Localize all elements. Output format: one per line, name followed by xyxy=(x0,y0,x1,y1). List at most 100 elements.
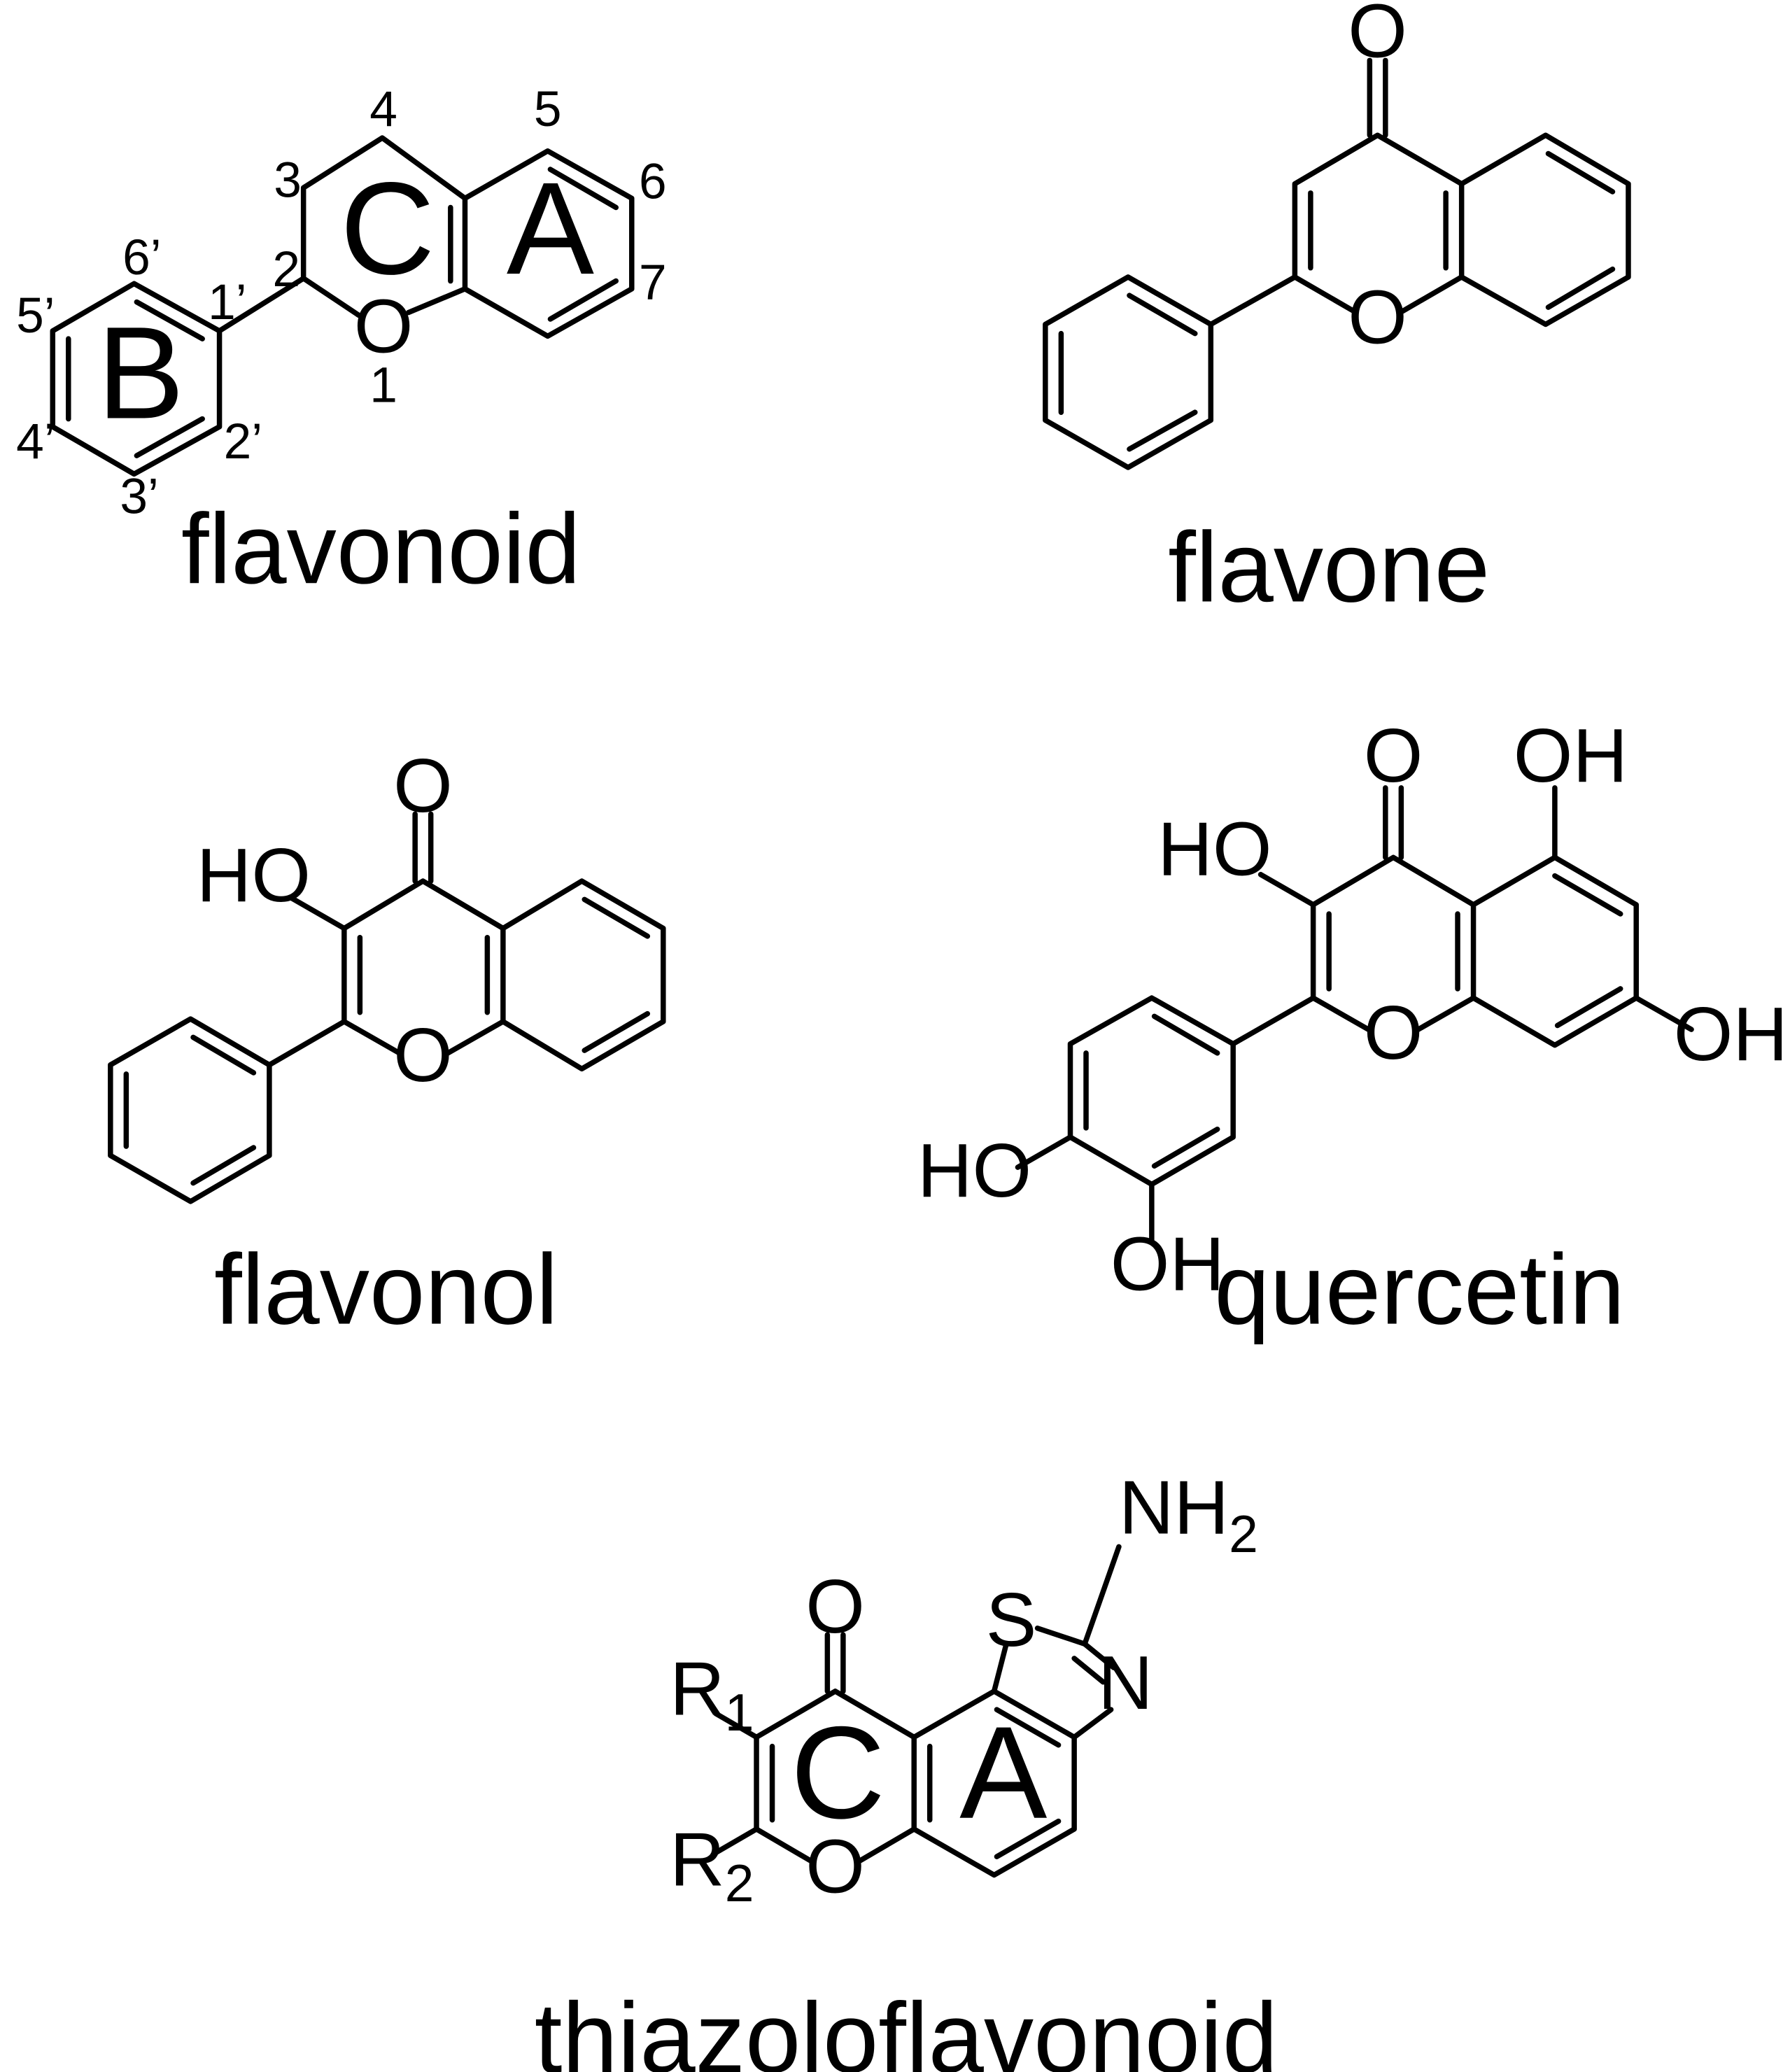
thiazoloflavonoid-ring-a-label: A xyxy=(959,1699,1047,1846)
flavonol-structure: O O HO flavonol xyxy=(108,743,666,1346)
thiazoloflavonoid-thiazole-s-bond-2 xyxy=(1034,1626,1087,1647)
quercetin-ring-b xyxy=(1067,995,1236,1187)
quercetin-carbonyl-oxygen-label: O xyxy=(1364,713,1423,798)
thiazoloflavonoid-ring-a-double-3 xyxy=(994,1818,1062,1860)
quercetin-ring-oxygen-label: O xyxy=(1364,990,1423,1076)
flavone-structure: O O flavone xyxy=(1043,0,1631,623)
quercetin-caption: quercetin xyxy=(1214,1234,1625,1346)
flavone-ring-oxygen-label: O xyxy=(1348,274,1407,360)
flavonoid-position-1-prime: 1’ xyxy=(208,274,247,330)
flavone-ring-b-double-3 xyxy=(1127,409,1198,452)
flavonoid-position-6-prime: 6’ xyxy=(122,230,162,286)
flavone-ring-a-double-2 xyxy=(1545,266,1616,310)
quercetin-ring-c-o-bond xyxy=(1416,995,1477,1032)
thiazoloflavonoid-nh2-subscript: 2 xyxy=(1229,1504,1258,1563)
quercetin-ring-b-double-1 xyxy=(1151,1013,1220,1056)
thiazoloflavonoid-thiazole-cn-bond xyxy=(1082,1641,1117,1670)
thiazoloflavonoid-r1-subscript: 1 xyxy=(725,1683,754,1742)
thiazoloflavonoid-nh2-bond xyxy=(1082,1544,1122,1647)
quercetin-bonds xyxy=(1015,785,1694,1243)
thiazoloflavonoid-nitrogen-label: N xyxy=(1098,1640,1153,1726)
quercetin-hydroxyl-7-bond xyxy=(1633,995,1694,1032)
quercetin-ring-b-double-3 xyxy=(1151,1126,1220,1169)
thiazoloflavonoid-ring-oxygen-label: O xyxy=(805,1824,865,1910)
flavone-ring-b xyxy=(1043,274,1214,470)
thiazoloflavonoid-r2-bond xyxy=(713,1826,759,1856)
flavone-ring-a xyxy=(1458,132,1631,327)
flavonoid-position-4-prime: 4’ xyxy=(16,414,55,470)
flavone-caption: flavone xyxy=(1168,512,1490,623)
flavonoid-ring-b-double-3 xyxy=(134,416,205,458)
flavonoid-position-1: 1 xyxy=(369,357,397,413)
flavonoid-ring-a-double-1 xyxy=(547,167,619,211)
quercetin-ring-a-double-2 xyxy=(1554,986,1623,1029)
quercetin-hydroxyl-4-prime-label: HO xyxy=(917,1128,1031,1213)
flavonol-bridge-bond xyxy=(267,1019,347,1068)
flavonoid-ring-b xyxy=(50,281,223,477)
quercetin-hydroxyl-3-prime-label: OH xyxy=(1111,1221,1225,1306)
thiazoloflavonoid-r2-label: R2 xyxy=(670,1817,754,1913)
flavonoid-ring-a-label: A xyxy=(507,155,594,302)
thiazoloflavonoid-r1-bond xyxy=(713,1710,759,1740)
flavonoid-position-3-prime: 3’ xyxy=(120,469,159,525)
flavone-ring-b-double-1 xyxy=(1127,293,1198,337)
thiazoloflavonoid-r1-main: R xyxy=(670,1647,725,1732)
flavone-ring-c xyxy=(1292,132,1465,314)
flavonoid-caption: flavonoid xyxy=(181,493,581,605)
flavone-ring-c-o-bond xyxy=(1400,274,1465,314)
quercetin-hydroxyl-5-label: OH xyxy=(1514,713,1628,798)
flavonoid-position-5-prime: 5’ xyxy=(16,288,55,344)
flavonoid-ring-b-double-1 xyxy=(134,299,205,341)
flavonol-caption: flavonol xyxy=(214,1234,558,1346)
quercetin-ring-a xyxy=(1470,854,1639,1048)
quercetin-hydroxyl-7-label: OH xyxy=(1674,992,1788,1077)
flavone-bridge-bond xyxy=(1208,274,1298,327)
flavonoid-ring-b-label: B xyxy=(97,299,184,446)
thiazoloflavonoid-nh2-label: NH2 xyxy=(1119,1465,1258,1563)
thiazoloflavonoid-carbonyl-oxygen-label: O xyxy=(805,1564,865,1649)
flavonoid-position-3: 3 xyxy=(274,153,302,209)
flavonoid-bonds xyxy=(50,135,635,477)
quercetin-hydroxyl-4p-bond xyxy=(1015,1134,1073,1170)
thiazoloflavonoid-thiazole-s-bond-1 xyxy=(991,1642,1009,1694)
flavonoid-position-5: 5 xyxy=(534,81,562,137)
thiazoloflavonoid-r2-main: R xyxy=(670,1817,725,1903)
flavonol-ring-b-double-3 xyxy=(190,1145,257,1186)
flavone-bonds xyxy=(1043,57,1631,470)
thiazoloflavonoid-r2-subscript: 2 xyxy=(725,1854,754,1912)
flavone-ring-a-double-1 xyxy=(1545,150,1616,195)
flavonol-ring-c-o-bond xyxy=(445,1019,506,1056)
flavonol-ring-b xyxy=(108,1016,272,1204)
flavonol-ring-b-double-1 xyxy=(190,1034,257,1076)
flavonoid-position-7: 7 xyxy=(639,255,667,311)
flavonoid-position-2: 2 xyxy=(272,241,300,297)
thiazoloflavonoid-ring-a-double-2 xyxy=(994,1707,1062,1748)
flavonoid-position-6: 6 xyxy=(639,153,667,209)
thiazoloflavonoid-thiazole-cn-double xyxy=(1071,1656,1106,1685)
flavonol-ring-a xyxy=(500,878,666,1072)
flavonoid-ring-c-o-bond xyxy=(406,286,468,316)
flavonol-hydroxyl-label: HO xyxy=(197,833,311,918)
flavonol-ring-a-double-1 xyxy=(582,896,651,939)
flavonoid-ring-c-label: C xyxy=(340,155,435,302)
thiazoloflavonoid-thiazole-n-bond xyxy=(1071,1707,1114,1740)
thiazoloflavonoid-nh2-main: NH xyxy=(1119,1465,1229,1551)
quercetin-ring-a-double-1 xyxy=(1552,873,1623,917)
flavonol-bonds xyxy=(108,811,666,1204)
flavonoid-ring-a-double-2 xyxy=(547,278,619,322)
flavonoid-oxygen-label: O xyxy=(354,283,414,369)
thiazoloflavonoid-structure: O O S N NH2 R1 R2 C A thiazoloflavonoid xyxy=(535,1465,1278,2072)
flavonol-hydroxyl-bond xyxy=(289,895,347,931)
thiazoloflavonoid-ring-c-o-bond xyxy=(857,1826,917,1863)
thiazoloflavonoid-bonds xyxy=(713,1544,1122,1878)
thiazoloflavonoid-ring-c-label: C xyxy=(791,1699,885,1846)
flavonoid-ring-c xyxy=(300,135,468,318)
quercetin-structure: O O HO OH OH HO OH quercetin xyxy=(917,713,1788,1346)
quercetin-bridge-bond xyxy=(1230,995,1316,1047)
quercetin-hydroxyl-3-label: HO xyxy=(1157,806,1271,891)
flavonoid-bridge-bond xyxy=(216,276,306,334)
flavonoid-structure: O A C B 1 2 3 4 5 6 7 1’ 2’ 3’ 4’ 5’ 6’ … xyxy=(16,81,666,605)
quercetin-hydroxyl-3-bond xyxy=(1257,871,1316,908)
flavone-carbonyl-oxygen-label: O xyxy=(1348,0,1407,73)
